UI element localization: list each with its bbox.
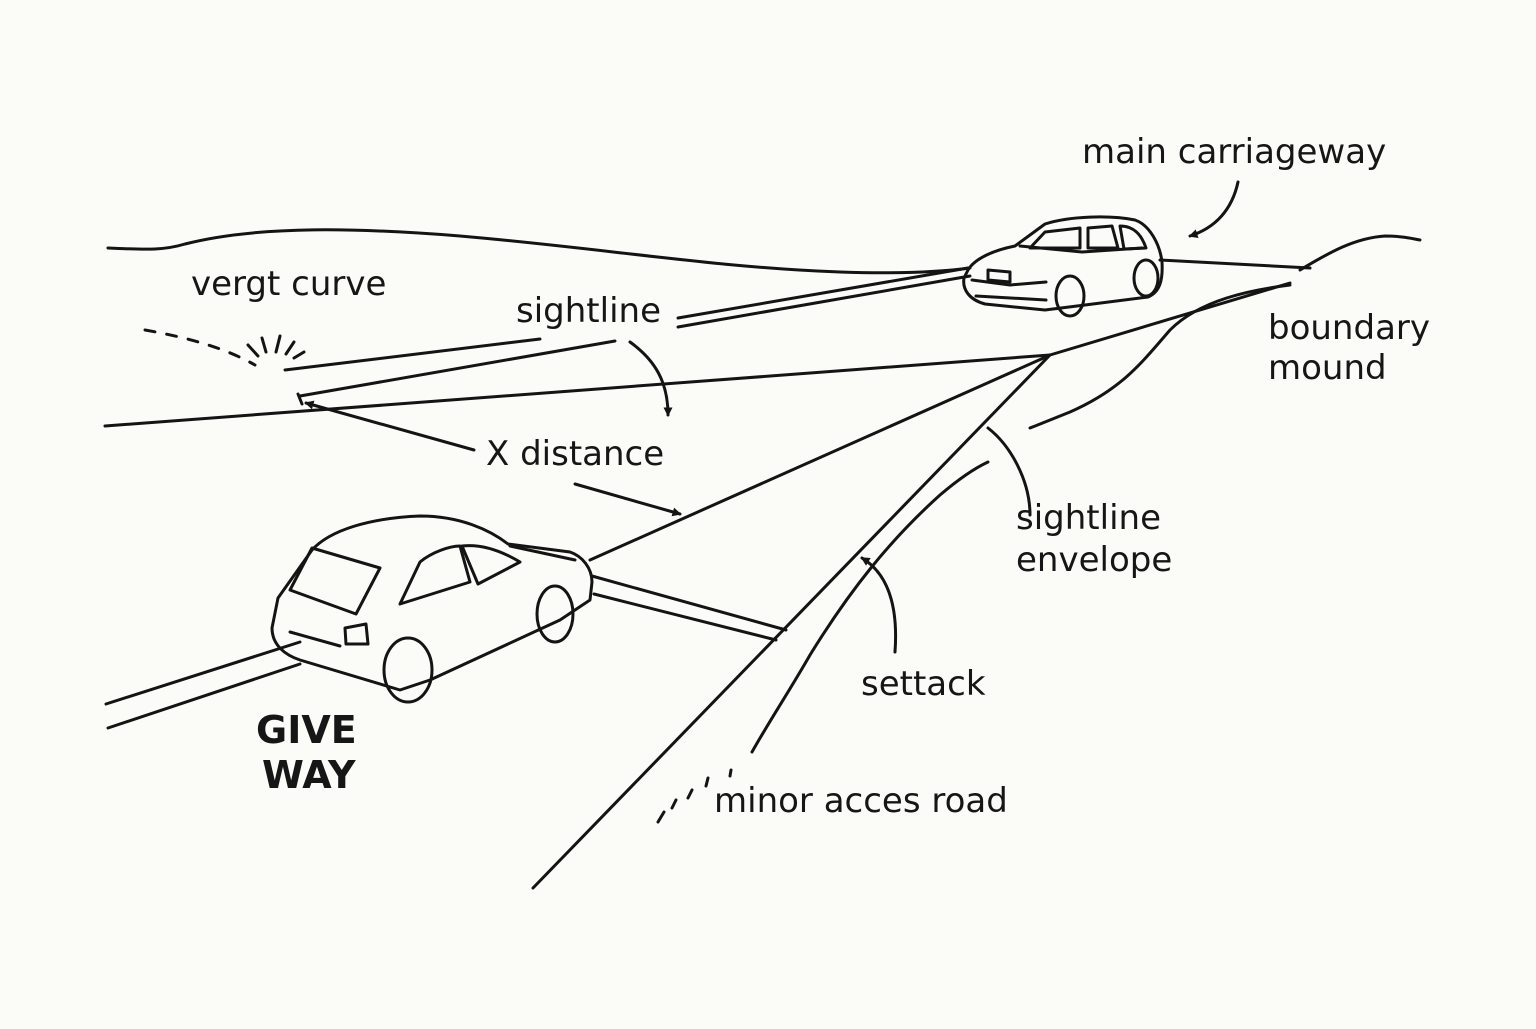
label-main-carriageway: main carriageway: [1082, 132, 1386, 172]
label-sightline-envelope-2: envelope: [1016, 540, 1172, 580]
label-vergt-curve: vergt curve: [191, 264, 386, 304]
boundary-mound-outline: [1298, 234, 1422, 272]
minor-road-right-edge: [750, 460, 990, 754]
label-sightline: sightline: [516, 291, 661, 331]
sightline-arrow: [628, 340, 673, 417]
road-scratch-marks: [656, 768, 733, 824]
label-give: GIVE: [256, 708, 357, 752]
settack-arrow: [860, 556, 898, 654]
horizon-line: [106, 228, 972, 275]
stop-line-upper: [590, 574, 788, 632]
x-distance-arrow-right: [573, 482, 682, 517]
sightline-lower-left: [298, 339, 617, 398]
boundary-mound-slope: [1028, 283, 1292, 430]
label-settack: settack: [861, 664, 986, 704]
carriageway-near-edge: [103, 281, 1292, 428]
sightline-lower-right: [676, 274, 972, 329]
label-minor-access-road: minor acces road: [714, 781, 1008, 821]
main-carriageway-edge: [1158, 258, 1312, 270]
far-car-icon: [962, 215, 1164, 318]
give-way-road-line-2: [106, 662, 302, 730]
sightline-envelope-arrow: [986, 426, 1032, 517]
minor-road-left-edge: [531, 353, 1052, 890]
sightline-main: [588, 354, 1050, 562]
label-boundary: boundary: [1268, 308, 1430, 348]
label-x-distance: X distance: [486, 434, 664, 474]
label-mound: mound: [1268, 348, 1387, 388]
sightline-upper-right: [676, 266, 970, 320]
sightline-upper-left: [283, 337, 542, 372]
stop-line-lower: [592, 592, 778, 642]
label-way: WAY: [262, 753, 356, 797]
x-point-tick: [296, 392, 304, 406]
vergt-curve-dashes: [143, 328, 257, 367]
give-way-road-line-1: [104, 640, 302, 706]
label-sightline-envelope-1: sightline: [1016, 498, 1161, 538]
near-car-icon: [270, 514, 594, 704]
x-distance-arrow-left: [304, 400, 476, 452]
sparkle-icon: [246, 334, 306, 360]
main-carriageway-arrow: [1188, 180, 1240, 238]
